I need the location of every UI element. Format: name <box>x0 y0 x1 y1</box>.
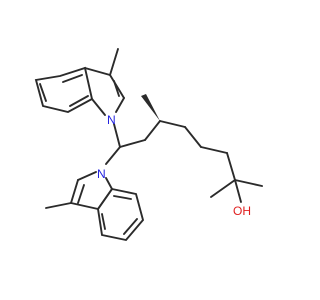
quat-c-methyl-left <box>210 179 236 198</box>
upper-benzene-inner-1 <box>39 83 47 102</box>
n-upper-to-ch <box>113 123 121 148</box>
lower-c3-c3a <box>70 202 99 210</box>
ch2-b-to-ch2-c <box>200 146 228 154</box>
upper-methyl <box>109 48 119 76</box>
upper-c2-n <box>115 97 125 113</box>
upper-benzene-inner-2 <box>62 74 83 83</box>
ch-to-n-lower <box>105 146 121 165</box>
aliphatic-chain <box>119 94 263 203</box>
lower-benzene-ring <box>97 187 145 242</box>
upper-c3-c2 <box>109 74 125 99</box>
upper-indole <box>34 48 125 116</box>
lower-n-c2 <box>77 171 97 181</box>
nitrogen-upper-label: N <box>107 113 116 127</box>
hydroxyl-label: OH <box>233 204 251 218</box>
ch2-to-stereo-c <box>144 120 161 141</box>
quat-c-methyl-right <box>234 179 263 187</box>
lower-c2-c3-double <box>77 184 85 204</box>
molecule-canvas: N N OH <box>34 48 263 242</box>
structure-drawing: N N OH <box>34 48 263 242</box>
wedge-methyl <box>141 94 160 121</box>
lower-indole <box>45 146 145 242</box>
upper-benzene-ring <box>34 66 94 114</box>
upper-n-c7a <box>91 98 106 116</box>
stereo-c-to-ch2-a <box>159 120 186 128</box>
lower-methyl <box>45 202 72 209</box>
lower-benzene-inner-3 <box>101 213 106 230</box>
ch-to-ch2 <box>119 139 146 148</box>
upper-c3a-c3 <box>84 67 111 76</box>
nitrogen-lower-label: N <box>97 167 106 181</box>
lower-benzene-inner-1 <box>113 195 132 200</box>
ch2-c-to-quat-c <box>226 152 236 181</box>
lower-benzene-inner-2 <box>123 218 138 235</box>
upper-c3-c2-double <box>113 80 120 97</box>
ch2-a-to-ch2-b <box>184 126 202 148</box>
quat-c-to-oh <box>234 179 242 203</box>
upper-benzene-inner-3 <box>69 95 89 107</box>
lower-c2-c3 <box>70 179 79 204</box>
lower-n-c7a <box>105 177 113 190</box>
